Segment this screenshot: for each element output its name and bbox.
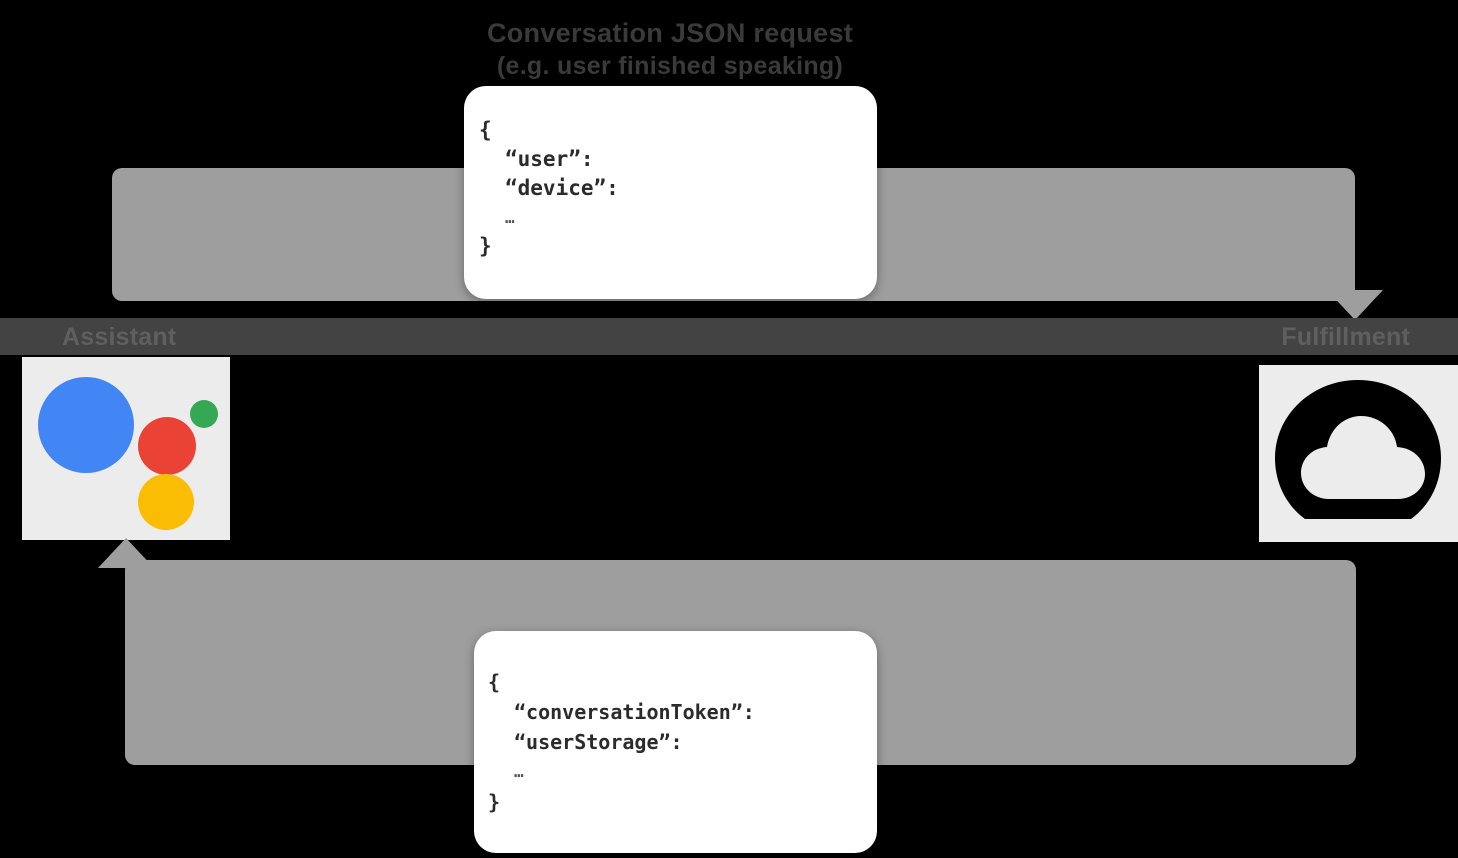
request-title-line2: (e.g. user finished speaking)	[496, 52, 844, 80]
response-json-code: { “conversationToken”: “userStorage”: …}	[488, 667, 867, 817]
actor-row	[0, 355, 1458, 545]
response-json-line2: “userStorage”:	[514, 730, 683, 754]
request-json-line2: “device”:	[505, 176, 619, 200]
request-json-card: { “user”: “device”: …}	[464, 86, 877, 299]
assistant-label: Assistant	[62, 323, 177, 351]
request-title-line1: Conversation JSON request	[486, 18, 854, 48]
response-arrow-head-icon	[98, 538, 154, 568]
response-json-line1: “conversationToken”:	[514, 700, 755, 724]
cloud-functions-icon	[1273, 378, 1443, 528]
response-json-ellipsis: …	[514, 762, 524, 781]
response-json-card: { “conversationToken”: “userStorage”: …}	[474, 631, 877, 853]
request-arrow-head-icon	[1327, 290, 1383, 320]
request-json-code: { “user”: “device”: …}	[479, 116, 867, 261]
assistant-green-dot-icon	[190, 400, 218, 428]
response-json-close: }	[488, 790, 501, 814]
request-json-open: {	[479, 118, 492, 142]
assistant-blue-dot-icon	[38, 377, 134, 473]
actor-band	[0, 318, 1458, 355]
request-json-line1: “user”:	[505, 147, 594, 171]
request-json-close: }	[479, 234, 492, 258]
request-json-ellipsis: …	[505, 208, 515, 227]
assistant-yellow-dot-icon	[138, 474, 194, 530]
response-json-open: {	[488, 670, 501, 694]
assistant-red-dot-icon	[138, 417, 196, 475]
request-flow-title: Conversation JSON request (e.g. user fin…	[0, 16, 1340, 83]
fulfillment-label: Fulfillment	[1281, 323, 1410, 351]
